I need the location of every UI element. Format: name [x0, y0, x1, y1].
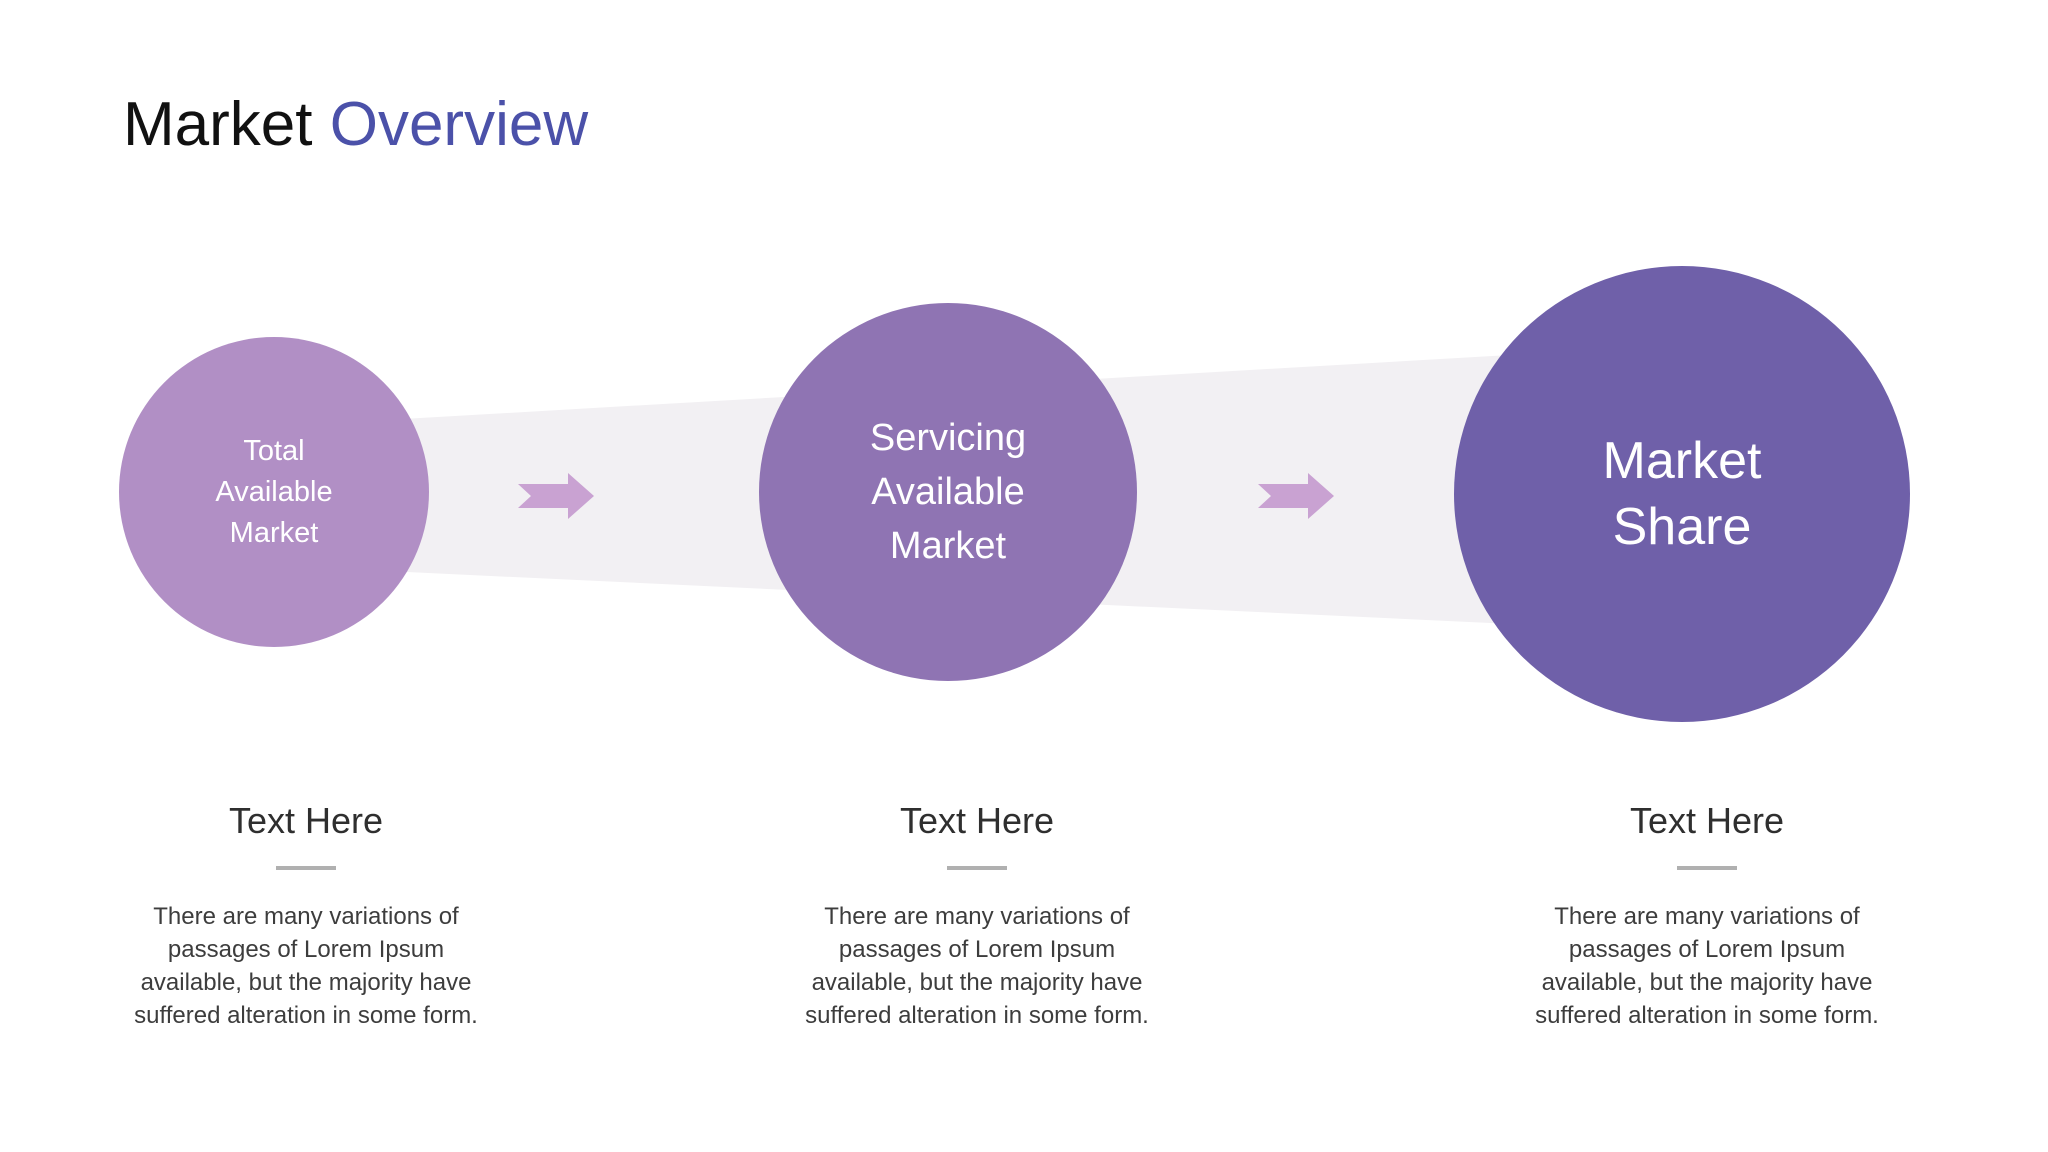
stage-circle-label: Servicing Available Market [869, 417, 1027, 567]
page-title-accent: Overview [329, 90, 589, 159]
stage-paragraph: There are many variations of passages of… [134, 903, 478, 1029]
right-arrow-icon [518, 473, 594, 519]
stage-paragraph: There are many variations of passages of… [1535, 903, 1879, 1029]
stage-circle-label: Total Available Market [215, 434, 333, 549]
right-arrow-shape [518, 473, 594, 519]
stage-circle-servicing-available-market: Servicing Available Market [759, 303, 1137, 681]
stage-circle-market-share: Market Share [1454, 266, 1910, 722]
stage-card-servicing-available-market: Text Here There are many variations of p… [777, 800, 1177, 1032]
stage-card-total-available-market: Text Here There are many variations of p… [106, 800, 506, 1032]
stage-card-market-share: Text Here There are many variations of p… [1507, 800, 1907, 1032]
stage-paragraph: There are many variations of passages of… [805, 903, 1149, 1029]
page-title-primary: Market [123, 90, 313, 159]
stage-heading: Text Here [899, 800, 1055, 841]
stage-divider [276, 866, 336, 870]
stage-divider [1677, 866, 1737, 870]
stage-circle-label: Market Share [1602, 432, 1762, 556]
right-arrow-shape [1258, 473, 1334, 519]
stage-heading: Text Here [228, 800, 384, 841]
stage-divider [947, 866, 1007, 870]
page-title: Market Overview [123, 88, 588, 162]
stage-heading: Text Here [1629, 800, 1785, 841]
stage-circle-total-available-market: Total Available Market [119, 337, 429, 647]
right-arrow-icon [1258, 473, 1334, 519]
